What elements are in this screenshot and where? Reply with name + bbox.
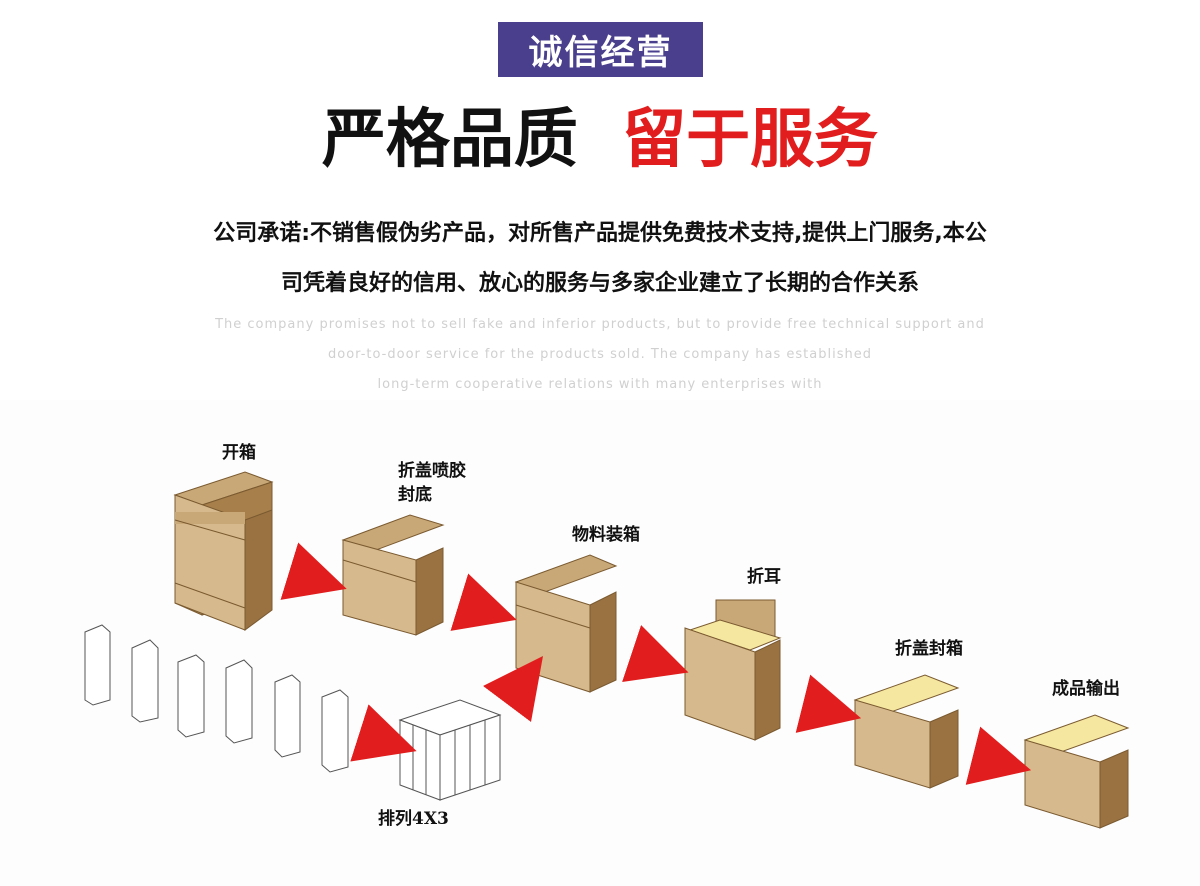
finished-box: [1023, 714, 1130, 829]
product-bottles: [84, 624, 349, 773]
badge-honest-operation: 诚信经营: [498, 22, 703, 77]
fold-glue-box: [341, 514, 445, 636]
flow-arrows: [280, 542, 1032, 785]
arrow-5: [965, 726, 1032, 785]
label-fold-glue-1: 折盖喷胶: [398, 460, 466, 481]
arrow-1: [280, 542, 347, 600]
sealed-box: [853, 674, 960, 789]
promise-en-line-1: The company promises not to sell fake an…: [215, 317, 985, 332]
label-load: 物料装箱: [572, 524, 640, 545]
fold-ears-box: [684, 599, 782, 741]
page-headline: 严格品质 留于服务: [0, 100, 1200, 180]
arrow-2: [450, 573, 517, 631]
promise-en-line-2: door-to-door service for the products so…: [328, 347, 872, 362]
label-fold-glue-2: 封底: [398, 484, 432, 505]
arrow-3: [622, 625, 689, 682]
open-box: [173, 471, 274, 631]
label-seal: 折盖封箱: [895, 638, 963, 659]
headline-black: 严格品质: [321, 103, 578, 177]
label-fold-ears: 折耳: [747, 566, 781, 587]
promise-cn-line-1: 公司承诺:不销售假伪劣产品，对所售产品提供免费技术支持,提供上门服务,本公: [213, 221, 987, 246]
promise-cn-line-2: 司凭着良好的信用、放心的服务与多家企业建立了长期的合作关系: [280, 271, 919, 296]
headline-red: 留于服务: [622, 103, 879, 177]
label-open-box: 开箱: [222, 442, 256, 463]
arrow-6: [350, 704, 417, 762]
label-output: 成品输出: [1052, 678, 1120, 699]
packing-process-diagram: 开箱 折盖喷胶 封底 物料装箱 折耳 折盖封箱 成品输出: [0, 400, 1200, 886]
promise-en-line-3: long-term cooperative relations with man…: [377, 377, 823, 392]
label-arrange: 排列4X3: [378, 808, 449, 829]
arrow-7: [483, 656, 543, 722]
arranged-grid: [398, 699, 502, 801]
arrow-4: [795, 674, 862, 733]
